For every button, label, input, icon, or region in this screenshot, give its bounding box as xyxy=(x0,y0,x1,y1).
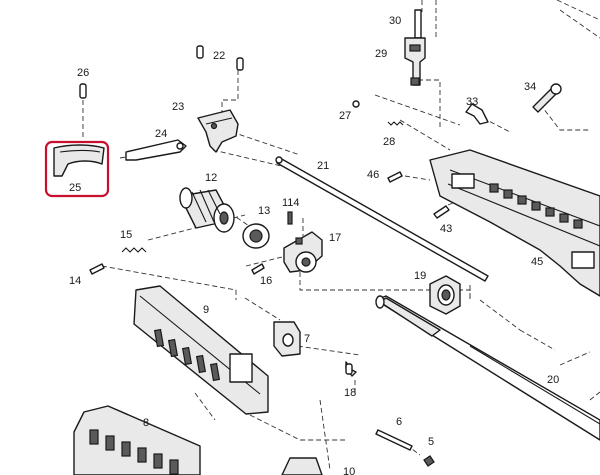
label-14: 14 xyxy=(69,275,81,287)
part-29-sight-post xyxy=(404,9,426,86)
label-15: 15 xyxy=(120,229,132,241)
part-20-barrel xyxy=(375,295,600,441)
part-7-bracket xyxy=(273,321,301,357)
part-28-spring xyxy=(387,121,404,126)
label-10: 10 xyxy=(343,466,355,475)
label-8: 8 xyxy=(143,417,149,429)
part-21-rod xyxy=(275,156,489,282)
part-19-ring xyxy=(429,275,461,315)
part-33-clip xyxy=(465,103,489,125)
label-29: 29 xyxy=(375,48,387,60)
part-16-pin xyxy=(251,263,265,275)
part-114-pin xyxy=(287,211,293,225)
label-5: 5 xyxy=(428,436,434,448)
label-33: 33 xyxy=(466,96,478,108)
part-14-pin xyxy=(89,263,105,275)
part-27-pin xyxy=(352,100,360,108)
part-15-spring xyxy=(121,247,147,253)
part-23-block xyxy=(197,109,239,153)
part-46-pin xyxy=(387,171,403,183)
receiver-rail-teeth xyxy=(489,183,583,229)
part-17-front-sight-block xyxy=(283,231,323,273)
label-43: 43 xyxy=(440,223,452,235)
label-19: 19 xyxy=(414,270,426,282)
part-5-pin xyxy=(423,455,435,467)
label-18: 18 xyxy=(344,387,356,399)
part-13-ring xyxy=(242,223,270,249)
lower-handguard-slots xyxy=(89,429,179,475)
label-24: 24 xyxy=(155,128,167,140)
label-30: 30 xyxy=(389,15,401,27)
part-43-pin xyxy=(433,205,450,219)
highlight-box xyxy=(44,140,110,198)
label-17: 17 xyxy=(329,232,341,244)
label-23: 23 xyxy=(172,101,184,113)
label-34: 34 xyxy=(524,81,536,93)
label-46: 46 xyxy=(367,169,379,181)
label-9: 9 xyxy=(203,304,209,316)
part-6-rod xyxy=(375,429,413,451)
label-13: 13 xyxy=(258,205,270,217)
label-28: 28 xyxy=(383,136,395,148)
label-45: 45 xyxy=(531,256,543,268)
part-10-body xyxy=(281,457,323,475)
label-22: 22 xyxy=(213,50,225,62)
assembly-lines xyxy=(82,0,600,471)
part-12-flash-hider xyxy=(179,187,235,233)
part-8-lower-handguard xyxy=(73,405,201,475)
label-16: 16 xyxy=(260,275,272,287)
label-7: 7 xyxy=(304,333,310,345)
label-26: 26 xyxy=(77,67,89,79)
part-45-receiver xyxy=(429,149,600,297)
label-25: 25 xyxy=(69,182,81,194)
part-22-pins xyxy=(196,45,244,71)
part-9-handguard xyxy=(133,285,269,415)
label-12: 12 xyxy=(205,172,217,184)
label-21: 21 xyxy=(317,160,329,172)
label-20: 20 xyxy=(547,374,559,386)
part-labels: 30 22 29 26 34 23 33 27 24 28 25 21 12 4… xyxy=(69,15,559,475)
part-25-trigger-guard xyxy=(44,140,110,198)
label-114: 114 xyxy=(282,197,300,209)
handguard-slots xyxy=(153,328,221,382)
part-26-pin xyxy=(79,83,87,99)
part-34-screw xyxy=(532,83,562,113)
part-18-pin xyxy=(345,361,357,377)
part-24-lever xyxy=(125,139,187,161)
label-6: 6 xyxy=(396,416,402,428)
label-27: 27 xyxy=(339,110,351,122)
